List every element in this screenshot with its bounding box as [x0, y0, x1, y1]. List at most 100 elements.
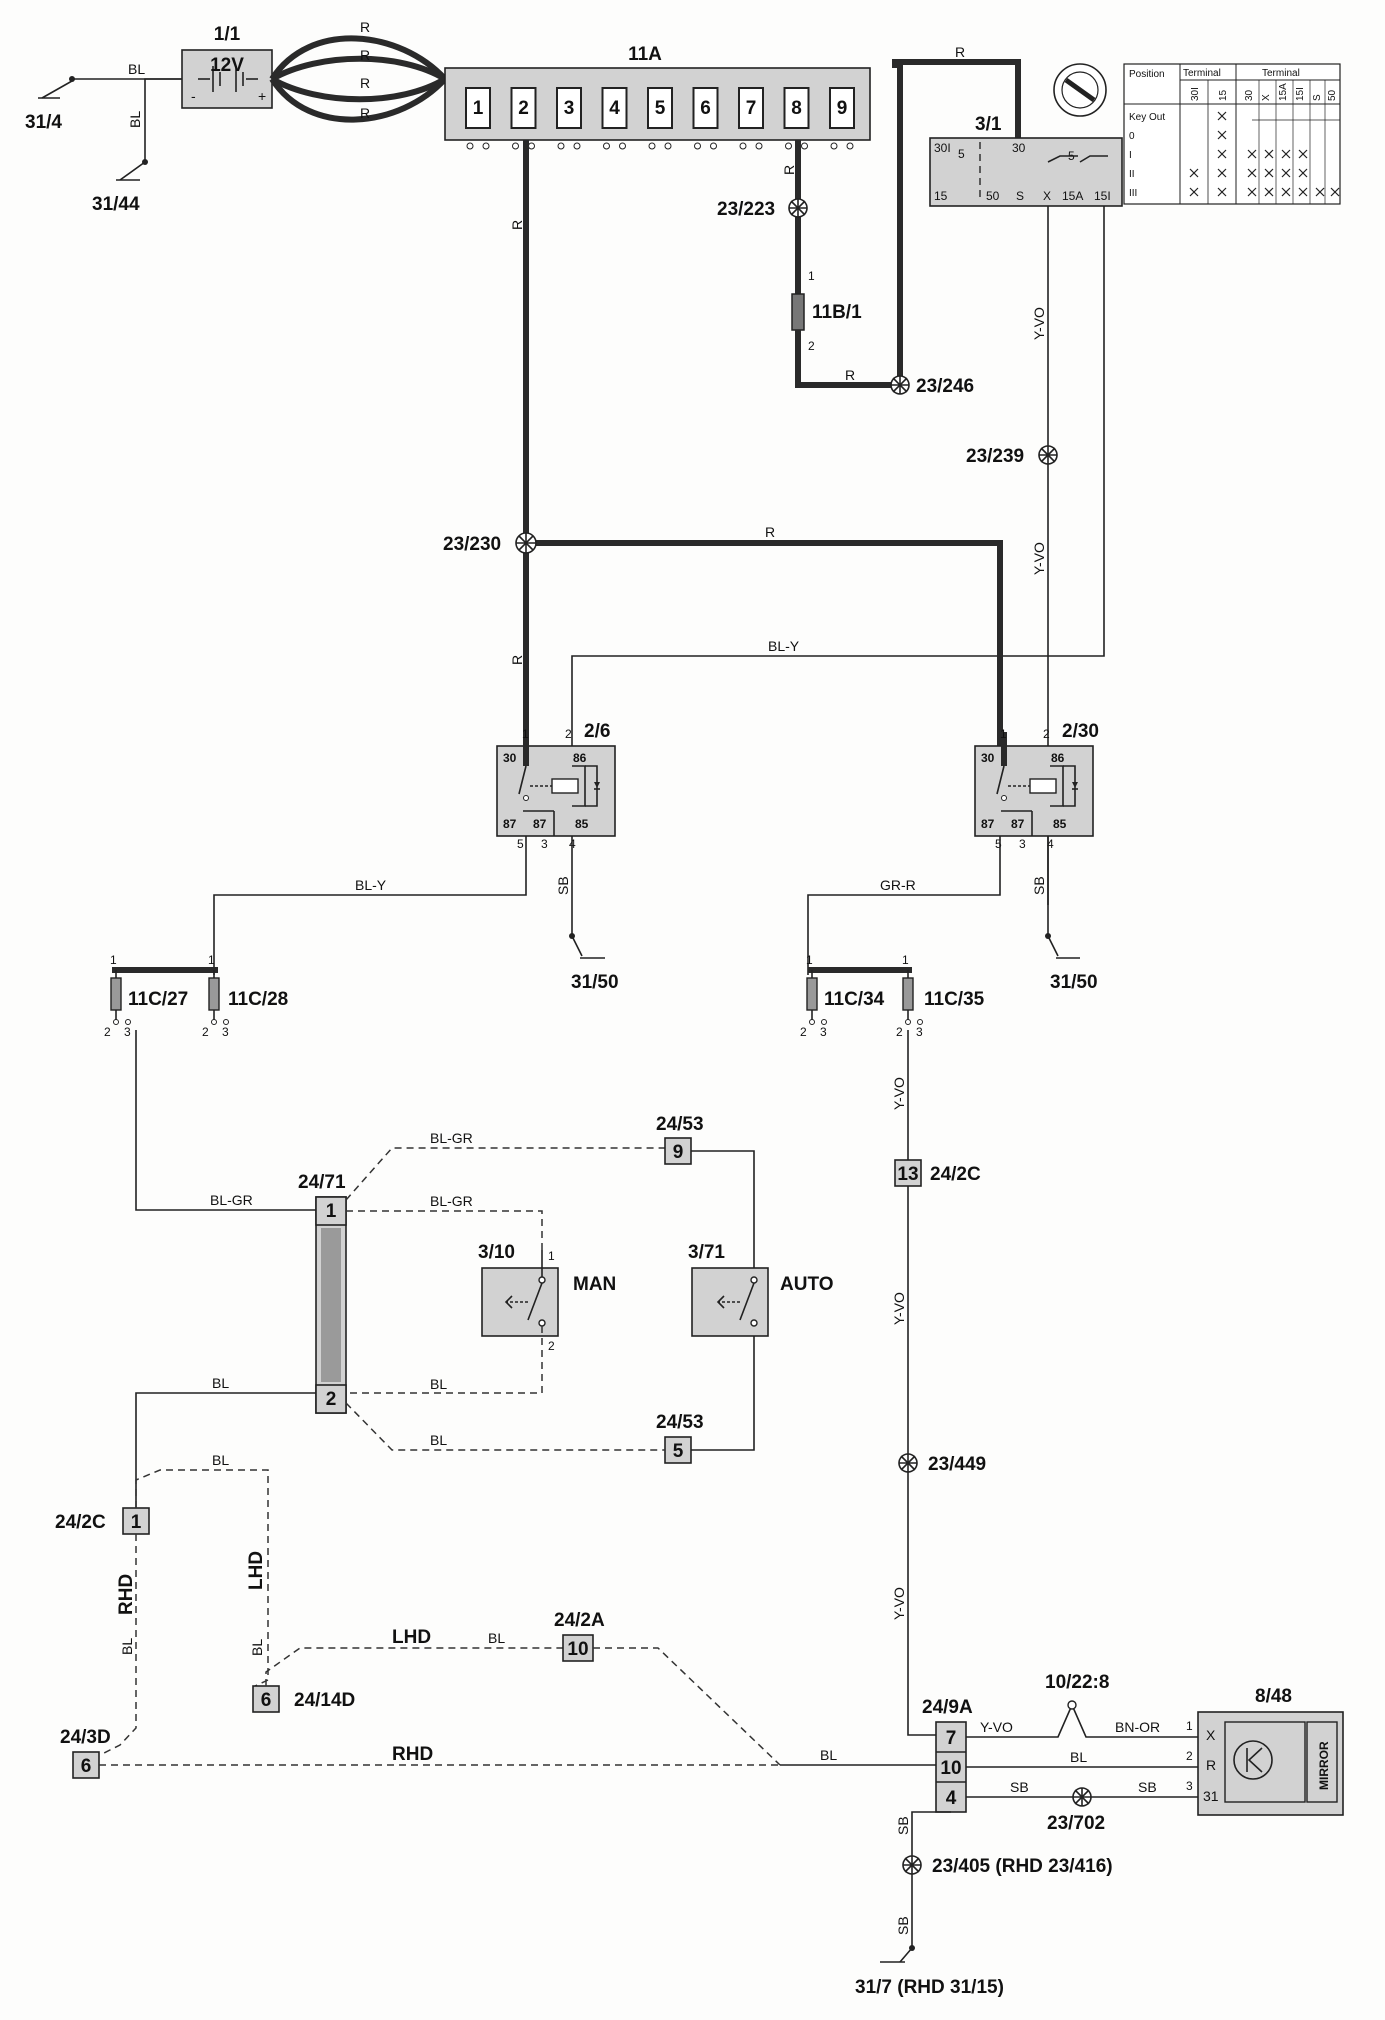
- fuse-slot-number: 5: [655, 98, 666, 119]
- fuse-slot: [465, 87, 491, 129]
- relay-pin: 5: [995, 837, 1002, 851]
- fuse-slot-number: 3: [564, 98, 575, 119]
- wire-label-r-8: R: [509, 220, 525, 230]
- relay-left-id: 2/6: [584, 721, 610, 742]
- wire-label-yvo-3: Y-VO: [891, 1077, 907, 1110]
- battery-voltage: 12V: [210, 55, 244, 76]
- svg-text:24/2C: 24/2C: [930, 1164, 981, 1185]
- wire-label-blgr-2: BL-GR: [430, 1130, 473, 1146]
- ground-31-44: 31/44: [92, 194, 140, 215]
- table-row-label: 0: [1129, 131, 1135, 142]
- svg-text:24/71: 24/71: [298, 1172, 346, 1193]
- wire-label-bl-3: BL: [430, 1376, 447, 1392]
- wire-label-r-6: R: [781, 165, 797, 175]
- svg-text:1: 1: [326, 1201, 337, 1222]
- table-terminal-b: Terminal: [1262, 68, 1300, 79]
- svg-text:23/405 (RHD 23/416): 23/405 (RHD 23/416): [932, 1856, 1113, 1877]
- key-lock-icon: [1053, 63, 1107, 117]
- splice-23-702: 23/702: [1047, 1787, 1105, 1834]
- mirror-8-48: MIRROR X R 31 1 2 3 8/48: [1186, 1686, 1344, 1816]
- relay-pin: 5: [517, 837, 524, 851]
- fuse-pin: 1: [110, 953, 117, 967]
- wire-label-r-10: R: [765, 524, 775, 540]
- svg-text:24/2C: 24/2C: [55, 1512, 106, 1533]
- wire-label-bnor: BN-OR: [1115, 1719, 1160, 1735]
- wire-label-r-7: R: [845, 367, 855, 383]
- svg-text:1: 1: [548, 1249, 555, 1263]
- battery: 1/1 12V - +: [181, 24, 273, 109]
- wire-label-rhd-2: RHD: [392, 1744, 433, 1765]
- wire-label-lhd-2: LHD: [392, 1627, 431, 1648]
- svg-text:3/71: 3/71: [688, 1242, 725, 1263]
- svg-text:24/2A: 24/2A: [554, 1610, 605, 1631]
- table-row-label: I: [1129, 150, 1132, 161]
- connector-24-14d: 6 24/14D: [252, 1685, 355, 1713]
- wire-label-yvo-1: Y-VO: [1031, 307, 1047, 340]
- fuse-pin: 3: [916, 1025, 923, 1039]
- fuse-slot: [738, 87, 764, 129]
- wire-label-lhd-1: LHD: [246, 1551, 267, 1590]
- relay-pin: 86: [1051, 751, 1065, 765]
- svg-text:MAN: MAN: [573, 1274, 616, 1295]
- battery-plus: +: [258, 88, 266, 104]
- fuse-pin: 3: [124, 1025, 131, 1039]
- relay-pin: 85: [1053, 817, 1067, 831]
- fuse-slot: [692, 87, 719, 129]
- switch-3-71-auto: 3/71 AUTO: [688, 1242, 833, 1337]
- svg-text:4: 4: [946, 1788, 957, 1809]
- fuse-slot: [783, 87, 810, 129]
- ign-pin-15: 15: [934, 189, 948, 203]
- ign-pin-5a: 5: [958, 147, 965, 161]
- svg-text:2: 2: [1186, 1749, 1193, 1763]
- wire-label-sb-4: SB: [1138, 1779, 1157, 1795]
- fuse-slot-number: 4: [609, 98, 620, 119]
- ground-31-7: 31/7 (RHD 31/15): [855, 1977, 1004, 1998]
- wire-label-bly-2: BL-Y: [355, 877, 387, 893]
- wire-label-bl-4: BL: [430, 1432, 447, 1448]
- fuse-pin: 2: [800, 1025, 807, 1039]
- table-position: Position: [1129, 69, 1165, 80]
- wire-label-r-1: R: [360, 19, 370, 35]
- svg-text:1: 1: [131, 1512, 142, 1533]
- fuse-11c27-id: 11C/27: [128, 989, 188, 1010]
- svg-text:3: 3: [1186, 1779, 1193, 1793]
- svg-text:24/14D: 24/14D: [294, 1690, 355, 1711]
- svg-text:24/53: 24/53: [656, 1412, 704, 1433]
- wire-label-r-5: R: [955, 44, 965, 60]
- wire-label-bl-8: BL: [119, 1638, 135, 1655]
- connector-24-3d: 6 24/3D: [60, 1727, 111, 1779]
- svg-text:10: 10: [940, 1758, 961, 1779]
- svg-text:X: X: [1206, 1727, 1216, 1743]
- svg-text:13: 13: [897, 1164, 918, 1185]
- ignition-switch: 3/1 30I 5 30 5 15 50 S X 15A 15I: [929, 114, 1123, 207]
- ign-pin-30: 30: [1012, 141, 1026, 155]
- wire-label-bl-11: BL: [1070, 1749, 1087, 1765]
- svg-text:10: 10: [567, 1639, 588, 1660]
- table-subcol: 50: [1327, 89, 1338, 101]
- fuse-slot-number: 6: [700, 98, 711, 119]
- relay-pin: 87: [503, 817, 517, 831]
- fuse-pin: 2: [896, 1025, 903, 1039]
- table-subcol: S: [1312, 94, 1323, 101]
- table-subcol: 30: [1244, 89, 1255, 101]
- wire-label-yvo-2: Y-VO: [1031, 542, 1047, 575]
- table-col-30i: 30I: [1190, 87, 1201, 101]
- svg-text:AUTO: AUTO: [780, 1274, 833, 1295]
- svg-text:3/10: 3/10: [478, 1242, 515, 1263]
- svg-text:2: 2: [326, 1389, 337, 1410]
- wire-label-r-2: R: [360, 47, 370, 63]
- svg-text:8/48: 8/48: [1255, 1686, 1292, 1707]
- fuse-box-id: 11A: [628, 44, 662, 65]
- relay-pin: 4: [1047, 837, 1054, 851]
- fuse-slot-number: 7: [746, 98, 757, 119]
- svg-text:23/230: 23/230: [443, 534, 501, 555]
- fuse-slot: [556, 87, 582, 129]
- relay-pin: 2: [565, 727, 572, 741]
- fuse-11c28-id: 11C/28: [228, 989, 288, 1010]
- splice-23-449: 23/449: [898, 1453, 986, 1475]
- table-row-label: Key Out: [1129, 112, 1165, 123]
